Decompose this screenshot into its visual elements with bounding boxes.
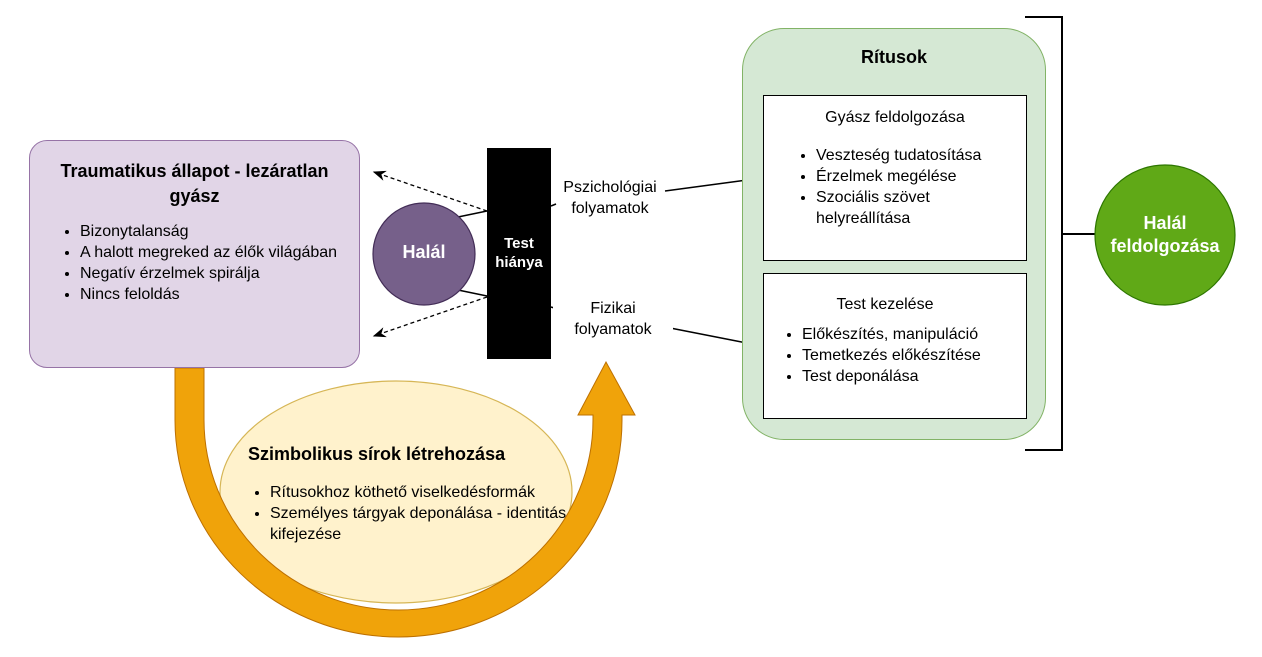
psych-line2: folyamatok: [571, 200, 649, 217]
rites-title: Rítusok: [860, 47, 927, 67]
grief-list: Veszteség tudatosítása Érzelmek megélése…: [764, 145, 1026, 229]
list-item: Előkészítés, manipuláció: [802, 324, 1026, 345]
death-to-absence-line-top: [457, 210, 488, 218]
body-absence-line2: hiánya: [495, 254, 543, 271]
grief-processing-box: Gyász feldolgozása Veszteség tudatosítás…: [763, 95, 1027, 261]
dashed-arrow-top: [372, 170, 488, 212]
list-item: Bizonytalanság: [80, 221, 347, 242]
absence-to-psych-line: [550, 203, 557, 207]
death-to-absence-line-bottom: [457, 289, 488, 297]
symbolic-list: Rítusokhoz köthető viselkedésformák Szem…: [248, 482, 570, 545]
trauma-title: Traumatikus állapot - lezáratlan gyász: [60, 161, 329, 206]
list-item: Személyes tárgyak deponálása - identitás…: [270, 503, 570, 545]
list-item: Test deponálása: [802, 366, 1026, 387]
symbolic-graves-ellipse: [219, 380, 573, 604]
cycle-arrow: [174, 360, 636, 638]
list-item: Szociális szövet helyreállítása: [816, 187, 1026, 229]
body-absence-label: Test hiánya: [487, 234, 551, 272]
list-item: Rítusokhoz köthető viselkedésformák: [270, 482, 570, 503]
list-item: Érzelmek megélése: [816, 166, 1026, 187]
grief-title: Gyász feldolgozása: [825, 109, 965, 126]
outcome-circle: [1094, 164, 1236, 306]
body-handling-box: Test kezelése Előkészítés, manipuláció T…: [763, 273, 1027, 419]
phys-line1: Fizikai: [590, 300, 636, 317]
list-item: A halott megreked az élők világában: [80, 242, 347, 263]
list-item: Veszteség tudatosítása: [816, 145, 1026, 166]
symbolic-graves-text: Szimbolikus sírok létrehozása Rítusokhoz…: [248, 442, 588, 545]
death-label: Halál: [402, 242, 446, 262]
phys-process-label: Fizikai folyamatok: [553, 298, 673, 340]
list-item: Negatív érzelmek spirálja: [80, 263, 347, 284]
body-handling-title: Test kezelése: [836, 296, 934, 313]
body-absence-line1: Test: [504, 235, 534, 252]
phys-line2: folyamatok: [574, 321, 652, 338]
dashed-arrow-bottom: [372, 296, 488, 338]
psych-line1: Pszichológiai: [563, 179, 657, 196]
trauma-box: Traumatikus állapot - lezáratlan gyász B…: [29, 140, 360, 368]
trauma-list: Bizonytalanság A halott megreked az élők…: [42, 221, 347, 305]
body-absence-bar: [487, 148, 551, 359]
list-item: Temetkezés előkészítése: [802, 345, 1026, 366]
outcome-line2: feldolgozása: [1110, 236, 1220, 256]
psych-process-label: Pszichológiai folyamatok: [548, 177, 672, 219]
symbolic-title: Szimbolikus sírok létrehozása: [248, 444, 506, 464]
outcome-label: Halál feldolgozása: [1095, 212, 1235, 258]
list-item: Nincs feloldás: [80, 284, 347, 305]
outcome-line1: Halál: [1143, 213, 1187, 233]
body-handling-list: Előkészítés, manipuláció Temetkezés elők…: [764, 324, 1026, 387]
death-circle: [372, 202, 476, 306]
